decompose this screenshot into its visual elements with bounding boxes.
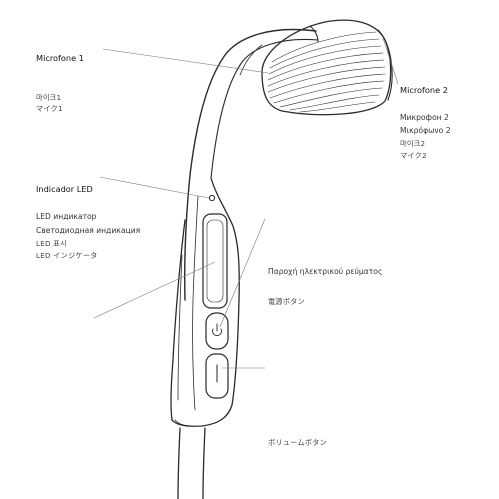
neckband-left xyxy=(177,427,181,499)
neckband-right xyxy=(202,427,206,499)
leader-mic2 xyxy=(382,37,399,85)
label-mic1-ko: 마이크1 xyxy=(36,93,62,102)
body-inner-contour xyxy=(192,195,199,411)
leader-lines xyxy=(93,37,399,369)
label-power-ja: 電源ボタン xyxy=(268,297,305,306)
earpiece-grille xyxy=(267,31,386,113)
headset-outline xyxy=(170,19,393,499)
leader-mic1 xyxy=(102,48,269,74)
label-mic2-el: Μικρόφωνο 2 xyxy=(400,126,451,135)
upper-panel xyxy=(202,213,228,309)
label-led-ja: LED インジケータ xyxy=(36,251,98,260)
leader-power xyxy=(219,218,266,328)
label-led-ru2: Светодиодная индикация xyxy=(36,226,141,235)
ear-hook-cap xyxy=(309,25,319,43)
label-microfone-2: Microfone 2 xyxy=(400,85,448,95)
upper-panel-inner xyxy=(206,219,224,303)
label-volume-ja: ボリュームボタン xyxy=(268,438,327,447)
label-power-el: Παροχή ηλεκτρικού ρεύματος xyxy=(268,267,383,276)
label-mic2-ru: Микрофон 2 xyxy=(400,113,449,122)
ear-hook-band xyxy=(239,44,263,76)
body-left-edge xyxy=(170,219,186,421)
label-indicador-led: Indicador LED xyxy=(36,184,93,194)
label-mic1-ja: マイク1 xyxy=(36,104,63,113)
leader-led xyxy=(99,176,210,199)
led-indicator xyxy=(208,194,216,202)
label-led-ru1: LED индикатор xyxy=(36,212,97,221)
power-icon xyxy=(212,323,222,336)
label-mic2-ja: マイク2 xyxy=(400,151,427,160)
ear-hook-inner xyxy=(210,38,319,179)
body-right-edge xyxy=(171,177,240,427)
ear-hook-outer xyxy=(184,28,317,301)
label-microfone-1: Microfone 1 xyxy=(36,53,84,63)
power-button xyxy=(205,312,229,350)
body-inner-contour-2 xyxy=(177,254,183,401)
volume-button xyxy=(205,353,229,399)
body-bottom xyxy=(174,419,191,427)
leader-upper-panel xyxy=(93,261,216,319)
label-led-ko: LED 표시 xyxy=(36,239,67,248)
label-mic2-ko: 마이크2 xyxy=(400,139,426,148)
